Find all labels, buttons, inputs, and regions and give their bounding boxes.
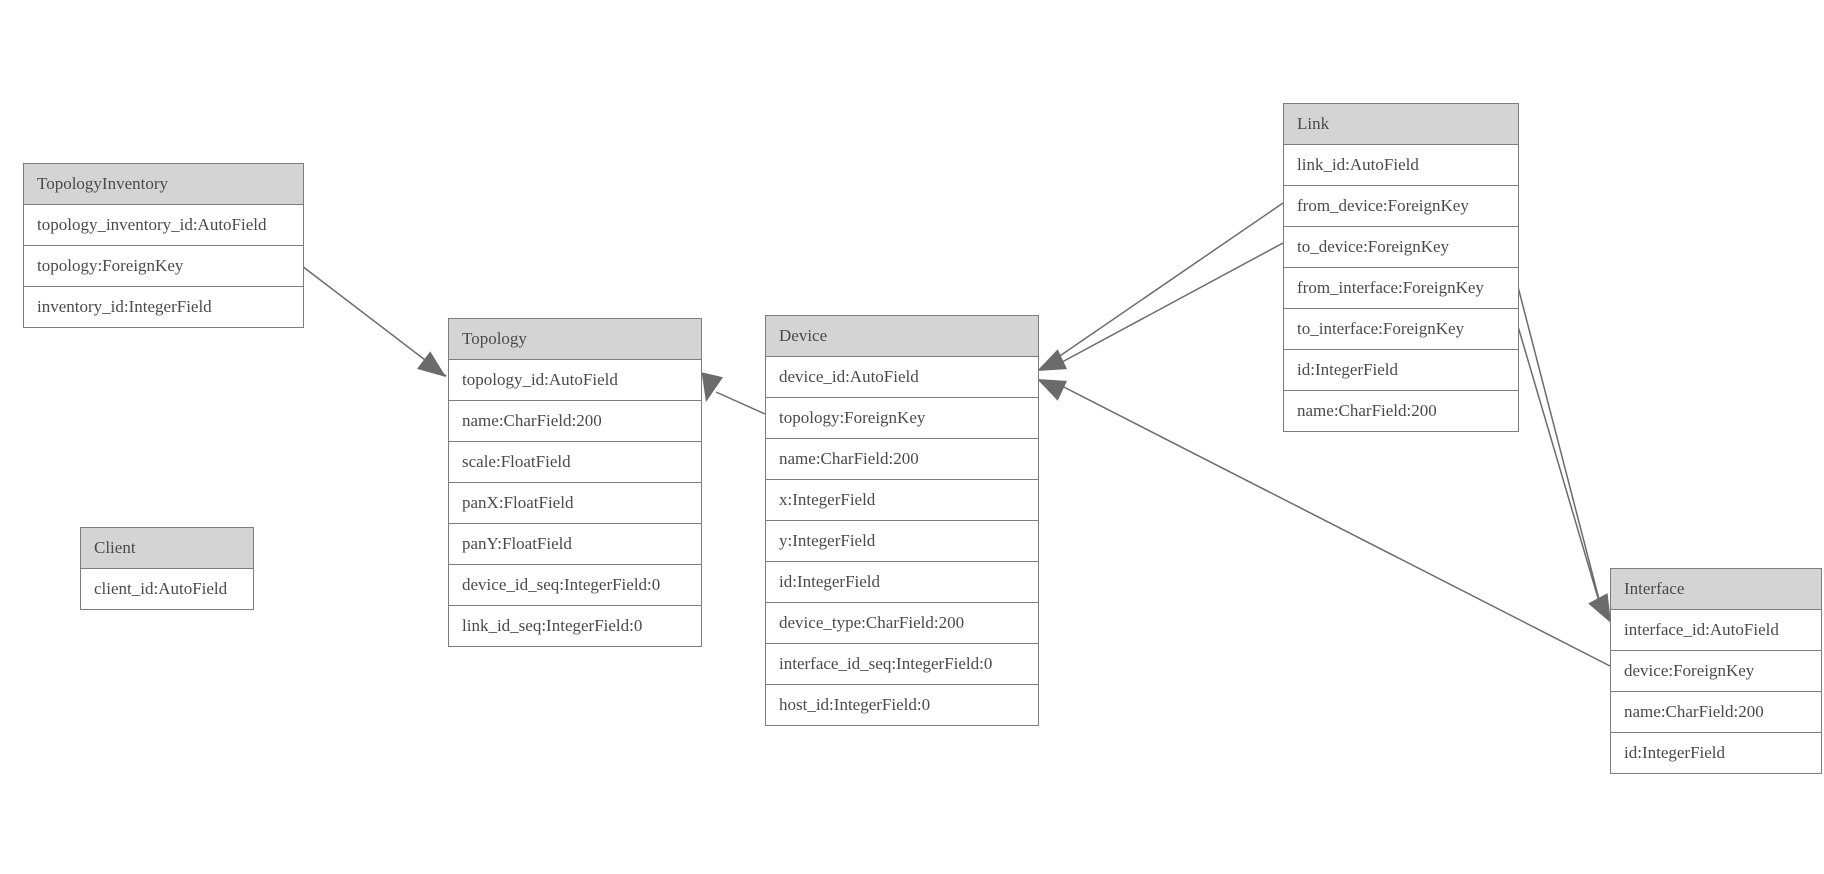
entity-field: topology_id:AutoField [449, 359, 701, 400]
entity-field: y:IntegerField [766, 520, 1038, 561]
entity-field: link_id_seq:IntegerField:0 [449, 605, 701, 646]
entity-header-interface: Interface [1611, 569, 1821, 609]
entity-field: interface_id_seq:IntegerField:0 [766, 643, 1038, 684]
relation-line-topologyinventory-topology [301, 265, 447, 377]
entity-field: interface_id:AutoField [1611, 609, 1821, 650]
entity-field: name:CharField:200 [1284, 390, 1518, 431]
entity-field: name:CharField:200 [449, 400, 701, 441]
entity-field: scale:FloatField [449, 441, 701, 482]
entity-field: topology_inventory_id:AutoField [24, 204, 303, 245]
entity-header-topology: Topology [449, 319, 701, 359]
entity-field: link_id:AutoField [1284, 144, 1518, 185]
entity-field: to_interface:ForeignKey [1284, 308, 1518, 349]
entity-field: device_type:CharField:200 [766, 602, 1038, 643]
relation-arrowhead-link-to-interface [1588, 593, 1611, 623]
entity-field: name:CharField:200 [1611, 691, 1821, 732]
entity-field: topology:ForeignKey [766, 397, 1038, 438]
relation-line-link-from-device [1050, 202, 1284, 363]
entity-header-client: Client [81, 528, 253, 568]
entity-field: panY:FloatField [449, 523, 701, 564]
entity-field: device:ForeignKey [1611, 650, 1821, 691]
entity-field: topology:ForeignKey [24, 245, 303, 286]
entity-field: inventory_id:IntegerField [24, 286, 303, 327]
relation-arrowhead-topologyinventory-topology [417, 351, 446, 377]
relation-arrowhead-interface-device [1037, 379, 1068, 401]
entity-header-link: Link [1284, 104, 1518, 144]
entity-header-device: Device [766, 316, 1038, 356]
relation-arrowhead-link-to-device [1037, 349, 1068, 371]
entity-field: x:IntegerField [766, 479, 1038, 520]
entity-field: name:CharField:200 [766, 438, 1038, 479]
relation-arrowhead-device-topology [701, 372, 724, 402]
entity-field: device_id_seq:IntegerField:0 [449, 564, 701, 605]
relation-line-link-from-interface [1516, 282, 1603, 612]
relation-line-link-to-interface [1516, 322, 1604, 616]
entity-field: from_device:ForeignKey [1284, 185, 1518, 226]
entity-field: host_id:IntegerField:0 [766, 684, 1038, 725]
entity-field: id:IntegerField [766, 561, 1038, 602]
entity-field: id:IntegerField [1284, 349, 1518, 390]
entity-field: client_id:AutoField [81, 568, 253, 609]
entity-field: device_id:AutoField [766, 356, 1038, 397]
relation-line-device-topology [715, 391, 766, 415]
entity-header-topologyinventory: TopologyInventory [24, 164, 303, 204]
relation-line-link-to-device [1050, 242, 1284, 369]
entity-field: to_device:ForeignKey [1284, 226, 1518, 267]
entity-field: panX:FloatField [449, 482, 701, 523]
entity-field: from_interface:ForeignKey [1284, 267, 1518, 308]
entity-field: id:IntegerField [1611, 732, 1821, 773]
